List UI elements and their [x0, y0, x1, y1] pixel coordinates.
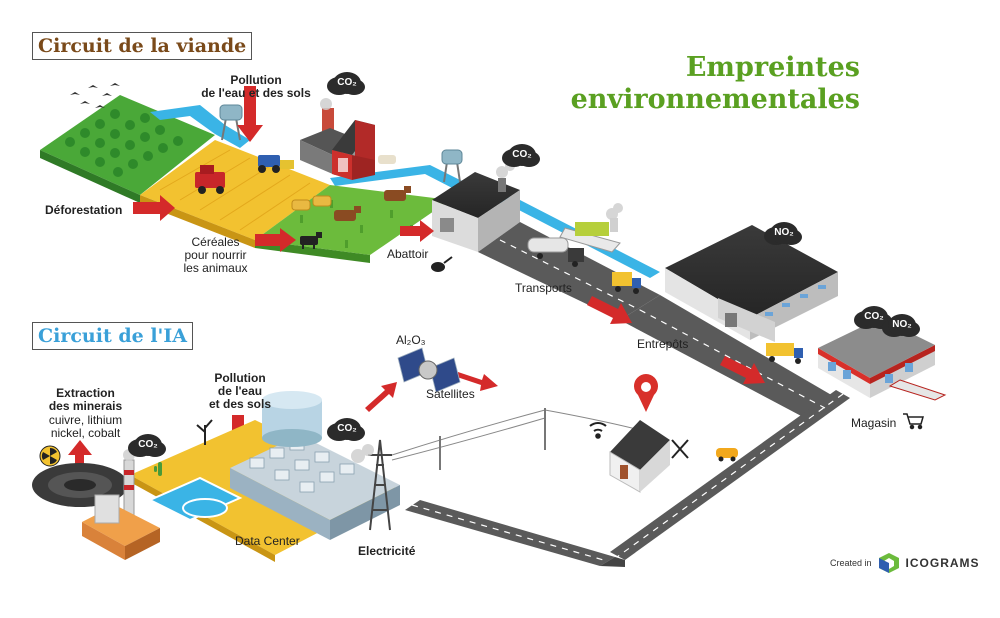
wifi-icon: [589, 422, 607, 439]
house: [609, 420, 670, 493]
abattoir-label: Abattoir: [387, 247, 429, 261]
abattoir-building: [432, 172, 520, 252]
no2-cloud-warehouse: NO₂: [770, 222, 798, 244]
meat-circuit-heading: Circuit de la viande: [32, 32, 253, 60]
lorry: [766, 343, 803, 364]
forest-plot: [40, 95, 215, 203]
ai-pollution-label: Pollution de l'eau et des sols: [200, 372, 280, 411]
main-title-line-1: Empreintes: [685, 52, 860, 83]
minerals-line-1: cuivre, lithium: [48, 413, 123, 427]
water-tank: [262, 391, 322, 447]
ai-circuit-heading: Circuit de l'IA: [32, 322, 193, 350]
cooling-pond: [147, 476, 243, 522]
car: [716, 448, 738, 462]
main-title-line-2: environnementales: [570, 84, 860, 115]
extraction-line-2: des minerais: [48, 399, 123, 413]
cow-icon: [300, 232, 322, 249]
store-building: [818, 318, 947, 401]
ai-pollution-line-3: et des sols: [208, 397, 272, 411]
location-pin-icon: [634, 374, 659, 412]
meat-pollution-line-1: Pollution: [230, 73, 282, 87]
data-center: [230, 435, 400, 540]
main-title: Empreintes environnementales: [571, 52, 860, 116]
electricite-label: Electricité: [358, 544, 416, 558]
co2-cloud-abattoir: CO₂: [508, 144, 536, 166]
cows: [334, 155, 411, 221]
co2-cloud-mine: CO₂: [134, 434, 162, 456]
tractor: [258, 155, 294, 173]
satellite: [397, 347, 461, 393]
minerals-line-2: nickel, cobalt: [50, 426, 121, 440]
extraction-label: Extraction des minerais: [28, 387, 143, 413]
radiation-icon: [39, 445, 61, 467]
data-center-label: Data Center: [235, 534, 300, 548]
no2-cloud-store: NO₂: [888, 314, 916, 336]
tanker-truck: [527, 237, 584, 267]
magasin-label: Magasin: [851, 416, 897, 430]
cargo-ship: [559, 218, 621, 253]
deforestation-label: Déforestation: [45, 203, 123, 217]
minerals-label: cuivre, lithium nickel, cobalt: [28, 414, 143, 440]
bird-flock: [70, 83, 120, 108]
power-lines: [391, 408, 641, 470]
delivery-truck: [612, 272, 641, 294]
electric-pylon: [368, 439, 392, 531]
transports-label: Transports: [515, 281, 572, 295]
extraction-line-1: Extraction: [56, 386, 115, 400]
credit-brand: ICOGRAMS: [905, 556, 980, 570]
road-markings: [411, 239, 844, 562]
arrows: [68, 86, 765, 480]
ai-pollution-line-2: de l'eau: [217, 384, 263, 398]
cereals-line-1: Céréales: [191, 235, 240, 249]
barn: [332, 120, 375, 180]
satellites-label: Satellites: [426, 387, 475, 401]
icograms-logo-icon: [878, 553, 899, 573]
cereals-line-3: les animaux: [183, 261, 248, 275]
combine-harvester: [195, 165, 225, 194]
co2-cloud-farm: CO₂: [333, 72, 361, 94]
hay-bales: [291, 195, 332, 211]
meat-pollution-line-2: de l'eau et des sols: [201, 86, 311, 100]
co2-cloud-datacenter: CO₂: [333, 418, 361, 440]
credit-prefix: Created in: [830, 558, 872, 568]
cereals-line-2: pour nourrir: [184, 248, 247, 262]
meat-pollution-label: Pollution de l'eau et des sols: [196, 74, 316, 100]
ai-pollution-line-1: Pollution: [214, 371, 266, 385]
dead-tree-icon: [196, 419, 213, 445]
co2-cloud-store: CO₂: [860, 306, 888, 328]
shopping-cart-icon: [903, 413, 924, 430]
power-plant: [82, 459, 160, 560]
water-tower: [219, 104, 243, 141]
cactus-icon: [154, 462, 162, 476]
satellite-formula-label: Al₂O₃: [396, 333, 426, 347]
water-tower-2: [441, 149, 463, 183]
credit: Created in ICOGRAMS: [830, 552, 980, 574]
entrepots-label: Entrepôts: [637, 337, 689, 351]
fork-knife-icon: [671, 439, 689, 459]
cereals-label: Céréales pour nourrir les animaux: [178, 236, 253, 275]
meat-icon: [431, 256, 453, 272]
warehouse: [665, 225, 838, 342]
